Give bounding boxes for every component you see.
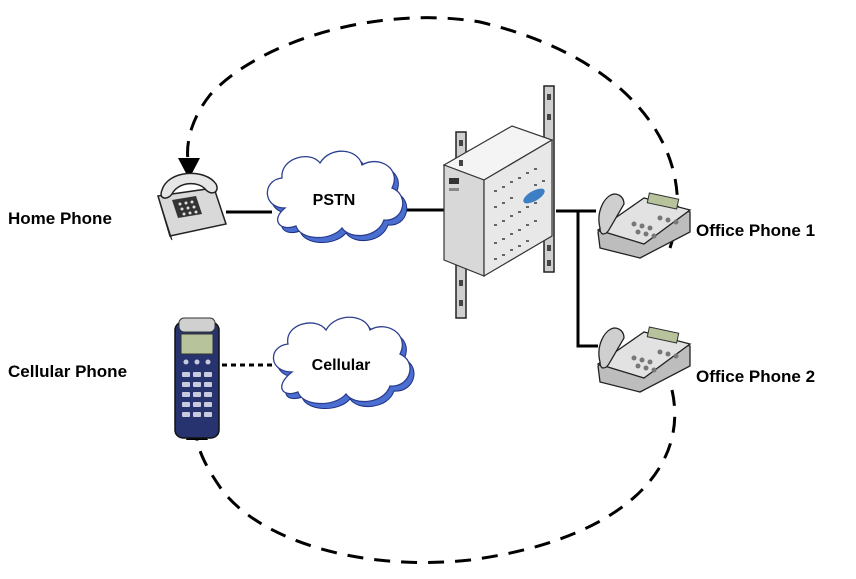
pbx-server-icon (442, 85, 555, 319)
label-office-phone-1: Office Phone 1 (696, 221, 815, 240)
cloud-icon (266, 150, 408, 243)
forward-path-top (186, 16, 679, 249)
home-phone-icon (157, 172, 227, 241)
label-home-phone: Home Phone (8, 209, 112, 228)
cloud-label-cellular: Cellular (312, 357, 371, 374)
forward-path-bottom (195, 389, 677, 564)
cloud-label-pstn: PSTN (313, 192, 356, 209)
cellular-phone-icon (174, 317, 220, 439)
label-cellular-phone: Cellular Phone (8, 362, 127, 381)
office-phone-icon (596, 326, 692, 393)
cloud-icon (272, 316, 415, 410)
label-office-phone-2: Office Phone 2 (696, 367, 815, 386)
link-branch-office-phone-2 (576, 211, 598, 348)
arrow-to-home-phone-icon (178, 158, 200, 179)
office-phone-icon (596, 192, 692, 259)
